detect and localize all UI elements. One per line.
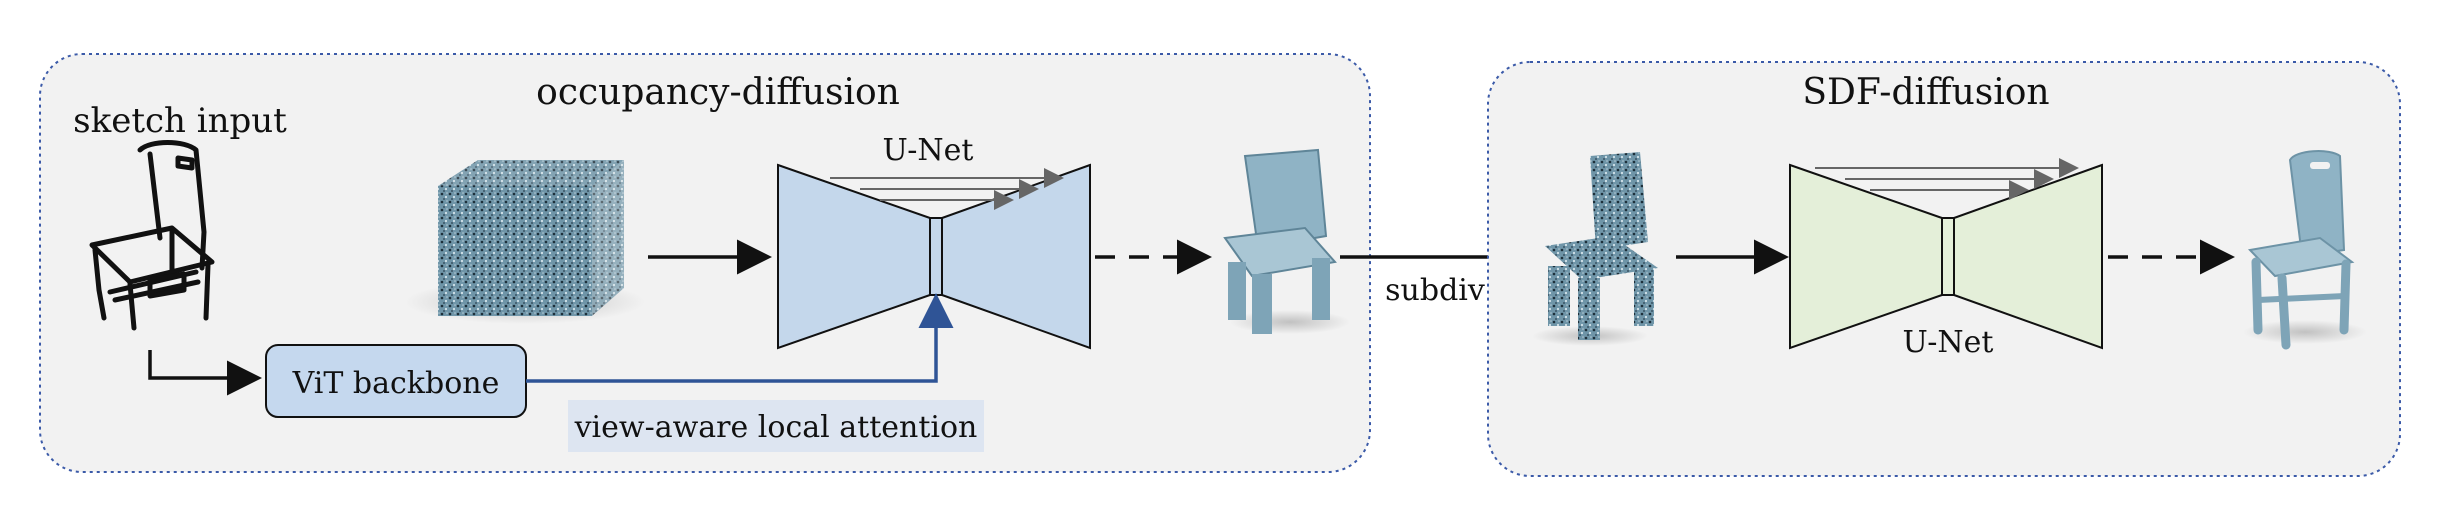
arrow-vit-to-unet — [526, 293, 954, 383]
sdf-unet-label: U-Net — [1903, 325, 1994, 360]
attention-label-box — [568, 400, 984, 452]
coarse-chair-image — [1223, 148, 1350, 334]
arrow-sketch-to-vit — [148, 350, 262, 396]
occupancy-panel-title: occupancy-diffusion — [536, 72, 900, 113]
occupancy-unet-label: U-Net — [883, 133, 974, 168]
attention-label: view-aware local attention — [574, 410, 978, 445]
noisy-chair-image — [1532, 152, 1658, 346]
sdf-panel-title: SDF-diffusion — [1802, 72, 2049, 113]
noise-cube-image — [405, 160, 645, 324]
final-chair-image — [2243, 150, 2367, 350]
occupancy-unet-block — [777, 163, 1091, 350]
sdf-unet-block — [1789, 158, 2103, 350]
vit-backbone-label: ViT backbone — [292, 366, 500, 401]
sketch-chair-image — [89, 140, 215, 331]
subdiv-label: subdiv — [1385, 273, 1485, 308]
sketch-input-label: sketch input — [73, 101, 287, 141]
